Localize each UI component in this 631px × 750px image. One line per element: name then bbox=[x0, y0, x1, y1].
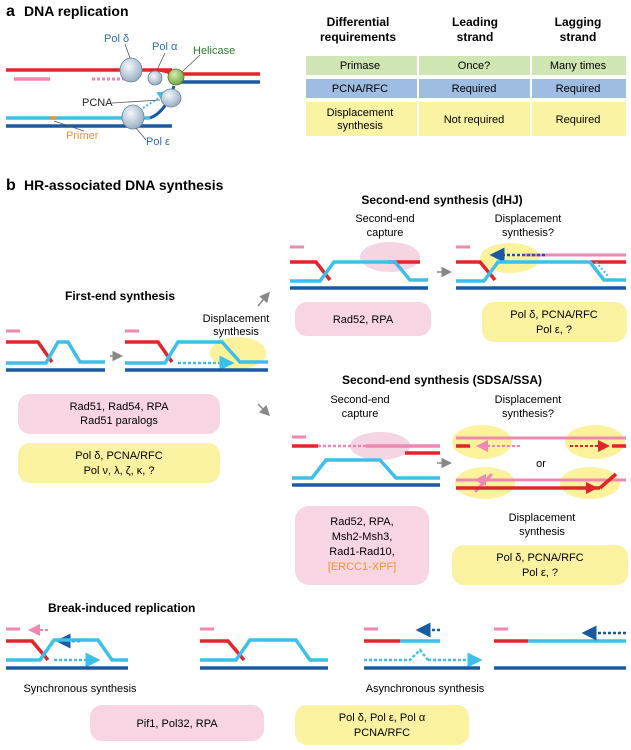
table-cell-displacement-lagging: Required bbox=[556, 114, 601, 126]
dhj-polymerases-1: Pol δ, PCNA/RFC bbox=[510, 309, 597, 321]
table-row-pcna: PCNA/RFC bbox=[332, 83, 388, 95]
pcna-label: PCNA bbox=[82, 97, 113, 109]
sdsa-polymerases-1: Pol δ, PCNA/RFC bbox=[496, 552, 583, 564]
bir-proteins-box bbox=[90, 705, 264, 741]
pol-alpha-shape bbox=[147, 70, 163, 86]
dhj-polymerases-2: Pol ε, ? bbox=[536, 324, 572, 336]
bir-proteins-1: Pif1, Pol32, RPA bbox=[136, 718, 218, 730]
dhj-title: Second-end synthesis (dHJ) bbox=[361, 193, 522, 207]
table-header-leading-1: Leading bbox=[452, 15, 498, 29]
table-header-lagging-1: Lagging bbox=[555, 15, 602, 29]
table-row-displacement-1: Displacement bbox=[327, 107, 394, 119]
sdsa-displacement-top-2: synthesis? bbox=[502, 408, 554, 420]
bir-diagrams bbox=[6, 622, 626, 670]
pol-delta-label: Pol δ bbox=[104, 33, 129, 45]
first-end-proteins-2: Rad51 paralogs bbox=[80, 415, 158, 427]
table-row-pcna-bg bbox=[306, 79, 626, 98]
table-header-leading-2: strand bbox=[457, 30, 494, 44]
sdsa-displacement-top-1: Displacement bbox=[495, 394, 562, 406]
sdsa-proteins-box bbox=[295, 506, 429, 585]
first-end-polymerases-box bbox=[18, 443, 220, 483]
pol-epsilon-shape bbox=[121, 104, 145, 130]
panel-a-letter: a bbox=[6, 3, 15, 20]
dhj-diagram bbox=[290, 242, 626, 290]
table-cell-primase-lagging: Many times bbox=[550, 60, 607, 72]
bir-polymerases-2: PCNA/RFC bbox=[354, 727, 410, 739]
arrow-to-dhj bbox=[257, 291, 270, 307]
bir-sync-label: Synchronous synthesis bbox=[23, 683, 137, 695]
panel-a-title: DNA replication bbox=[24, 3, 129, 19]
panel-b-title: HR-associated DNA synthesis bbox=[24, 177, 224, 193]
sdsa-proteins-2: Msh2-Msh3, bbox=[332, 531, 393, 543]
pcna-ring-shape bbox=[160, 88, 182, 108]
dhj-displacement-1: Displacement bbox=[495, 213, 562, 225]
sdsa-polymerases-2: Pol ε, ? bbox=[522, 567, 558, 579]
table-cell-primase-leading: Once? bbox=[458, 60, 490, 72]
sdsa-title: Second-end synthesis (SDSA/SSA) bbox=[342, 373, 542, 387]
table-header-requirements-2: requirements bbox=[320, 30, 396, 44]
table-header-requirements-1: Differential bbox=[327, 15, 390, 29]
pol-delta-shape bbox=[119, 57, 143, 83]
bir-async-label: Asynchronous synthesis bbox=[366, 683, 485, 695]
first-end-proteins-box bbox=[18, 394, 220, 434]
first-end-displacement-1: Displacement bbox=[203, 313, 270, 325]
sdsa-proteins-3: Rad1-Rad10, bbox=[329, 546, 394, 558]
first-end-title: First-end synthesis bbox=[65, 289, 175, 303]
sdsa-diagram: or bbox=[292, 425, 626, 499]
sdsa-proteins-4: [ERCC1-XPF] bbox=[328, 561, 396, 573]
table-cell-pcna-leading: Required bbox=[452, 83, 497, 95]
dhj-proteins-box bbox=[295, 302, 431, 336]
first-end-displacement-2: synthesis bbox=[213, 326, 259, 338]
bir-polymerases-box bbox=[295, 705, 469, 745]
sdsa-displacement-bottom-1: Displacement bbox=[509, 512, 576, 524]
dhj-capture-1: Second-end bbox=[355, 213, 414, 225]
first-end-proteins-1: Rad51, Rad54, RPA bbox=[70, 401, 170, 413]
table-row-displacement-bg bbox=[306, 102, 626, 136]
replication-fork-diagram bbox=[6, 43, 260, 141]
requirements-table: Differential requirements Leading strand… bbox=[306, 15, 626, 136]
sdsa-or-label: or bbox=[536, 458, 546, 470]
sdsa-capture-1: Second-end bbox=[330, 394, 389, 406]
table-row-primase: Primase bbox=[340, 60, 380, 72]
table-row-displacement-2: synthesis bbox=[337, 120, 383, 132]
table-header-lagging-2: strand bbox=[560, 30, 597, 44]
first-end-polymerases-1: Pol δ, PCNA/RFC bbox=[75, 450, 162, 462]
helicase-shape bbox=[167, 68, 185, 86]
sdsa-proteins-1: Rad52, RPA, bbox=[330, 516, 393, 528]
arrow-to-sdsa bbox=[257, 403, 271, 417]
dhj-displacement-2: synthesis? bbox=[502, 227, 554, 239]
sdsa-capture-2: capture bbox=[342, 408, 379, 420]
table-row-primase-bg bbox=[306, 56, 626, 75]
bir-title: Break-induced replication bbox=[48, 601, 195, 615]
panel-b-letter: b bbox=[6, 177, 16, 194]
table-cell-displacement-leading: Not required bbox=[444, 114, 505, 126]
dhj-proteins-1: Rad52, RPA bbox=[333, 314, 394, 326]
pol-alpha-label: Pol α bbox=[152, 41, 178, 53]
first-end-diagram bbox=[6, 329, 268, 372]
helicase-label: Helicase bbox=[193, 45, 235, 57]
dhj-capture-2: capture bbox=[367, 227, 404, 239]
table-cell-pcna-lagging: Required bbox=[556, 83, 601, 95]
sdsa-displacement-bottom-2: synthesis bbox=[519, 526, 565, 538]
pol-epsilon-label: Pol ε bbox=[146, 136, 170, 148]
sdsa-polymerases-box bbox=[452, 545, 628, 585]
dhj-polymerases-box bbox=[482, 302, 627, 342]
first-end-polymerases-2: Pol ν, λ, ζ, κ, ? bbox=[84, 465, 155, 477]
primer-label: Primer bbox=[66, 130, 99, 142]
bir-polymerases-1: Pol δ, Pol ε, Pol α bbox=[339, 712, 426, 724]
